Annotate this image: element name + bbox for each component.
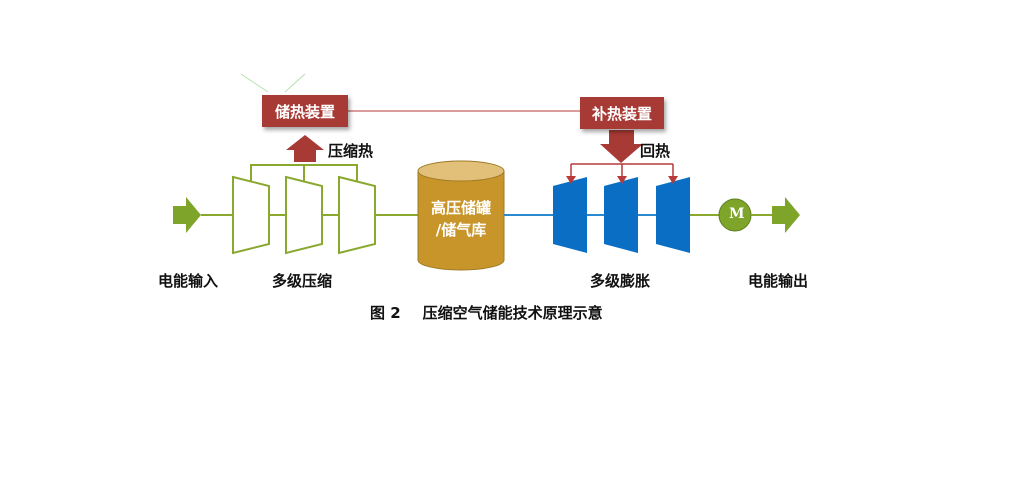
heat-return-line: [570, 163, 674, 178]
figure-number: 图 2: [370, 304, 401, 322]
output-arrow: [772, 197, 800, 233]
turbine-stage-3: [656, 177, 690, 253]
compression-label: 多级压缩: [272, 272, 333, 290]
heat-storage-box: 储热装置: [262, 95, 348, 127]
tank-label: 高压储罐 /储气库: [418, 197, 504, 241]
figure-caption: 图 2 压缩空气储能技术原理示意: [370, 302, 603, 323]
heat-supplement-box: 补热装置: [580, 97, 664, 129]
heat-return-label: 回热: [640, 142, 671, 160]
compressor-stage-1: [232, 175, 270, 255]
compression-heat-arrow: [286, 135, 324, 162]
figure-title: 压缩空气储能技术原理示意: [422, 304, 603, 322]
turbine-stage-2: [604, 177, 638, 253]
storage-tank-top: [417, 160, 505, 182]
input-arrow: [173, 197, 201, 233]
storage-tank-body: [417, 170, 505, 271]
decor-line-left: [240, 73, 269, 93]
heat-return-tip-2: [617, 176, 627, 184]
compression-heat-label: 压缩热: [328, 142, 374, 160]
heat-collector-line: [250, 164, 358, 181]
compressor-stage-2: [285, 175, 323, 255]
expansion-label: 多级膨胀: [590, 272, 651, 290]
heat-supply-arrow: [600, 130, 643, 163]
heat-return-tip-3: [668, 176, 678, 184]
output-label: 电能输出: [748, 272, 809, 290]
compressor-stage-3: [338, 175, 376, 255]
heat-return-tip-1: [566, 176, 576, 184]
tank-label-line1: 高压储罐: [430, 199, 491, 217]
decor-line-right: [284, 73, 306, 93]
motor-label: M: [729, 206, 745, 222]
tank-label-line2: /储气库: [435, 221, 487, 239]
turbine-stage-1: [553, 177, 587, 253]
input-label: 电能输入: [158, 272, 219, 290]
